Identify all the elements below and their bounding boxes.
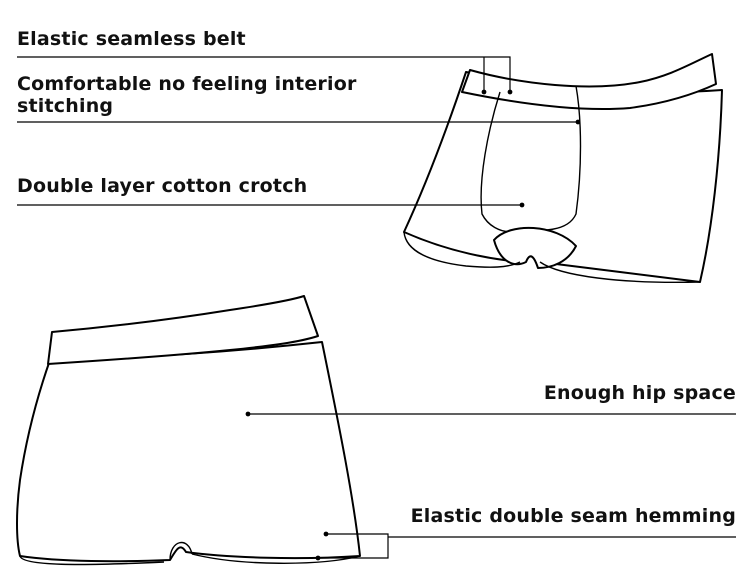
leader-lines: [17, 56, 736, 561]
front-right-leg-opening: [539, 261, 701, 283]
back-waistband: [47, 295, 319, 365]
front-waistband: [461, 53, 717, 111]
callout-cotton-crotch: Double layer cotton crotch: [17, 175, 308, 197]
leader-crotch-dot: [519, 202, 525, 208]
callout-seam-hemming: Elastic double seam hemming: [410, 505, 736, 527]
back-crotch-notch: [169, 542, 193, 561]
leader-hemming-dot1: [323, 531, 329, 537]
callout-elastic-belt: Elastic seamless belt: [17, 28, 246, 50]
leader-hip-dot: [245, 411, 251, 417]
leader-hemming: [318, 533, 389, 559]
leader-belt-dot1: [481, 89, 487, 95]
back-left-hem: [19, 555, 165, 566]
callout-stitching-line1: Comfortable no feeling interior: [17, 73, 357, 95]
front-crotch-gusset: [493, 226, 577, 269]
leader-belt: [17, 56, 511, 92]
leader-stitching-dot: [575, 119, 581, 125]
callout-interior-stitching: Comfortable no feeling interior stitchin…: [17, 73, 357, 117]
back-right-hem: [191, 553, 361, 564]
leader-belt-dot2: [507, 89, 513, 95]
back-briefs-illustration: [16, 295, 361, 566]
callout-hip-space: Enough hip space: [543, 382, 736, 404]
callout-stitching-line2: stitching: [17, 95, 114, 117]
back-briefs-body: [16, 341, 361, 563]
leader-hemming-dot2: [315, 555, 321, 561]
front-briefs-illustration: [403, 53, 723, 283]
front-left-leg-opening: [403, 231, 521, 268]
